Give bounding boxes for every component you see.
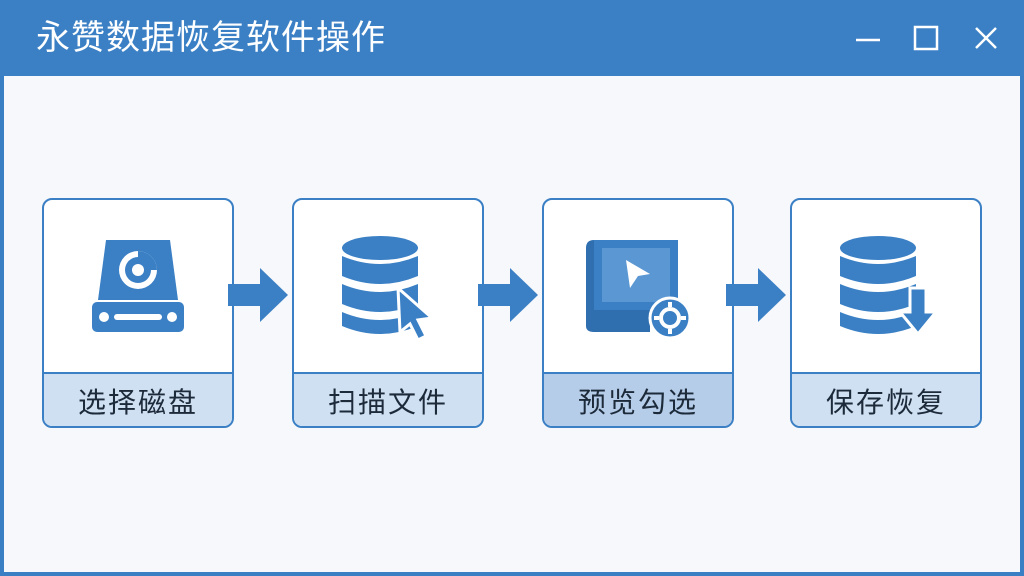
maximize-icon	[913, 25, 939, 51]
step-select-disk[interactable]: 选择磁盘	[42, 198, 234, 428]
step-label: 选择磁盘	[77, 386, 198, 419]
arrow-icon	[226, 266, 290, 324]
workflow-area: 选择磁盘 扫描文件	[4, 76, 1020, 572]
step-label: 扫描文件	[327, 386, 448, 419]
hard-disk-icon	[92, 240, 184, 332]
step-save-recover[interactable]: 保存恢复	[790, 198, 982, 428]
step-label-bar: 扫描文件	[294, 372, 482, 426]
close-button[interactable]	[968, 20, 1004, 56]
minimize-button[interactable]	[850, 20, 886, 56]
step-label: 保存恢复	[825, 386, 946, 419]
step-label-bar: 选择磁盘	[44, 372, 232, 426]
step-label: 预览勾选	[577, 386, 698, 419]
close-icon	[975, 27, 997, 49]
step-label-bar: 保存恢复	[792, 372, 980, 426]
step-scan-files[interactable]: 扫描文件	[292, 198, 484, 428]
maximize-button[interactable]	[908, 20, 944, 56]
window-title: 永赞数据恢复软件操作	[36, 18, 386, 58]
minimize-icon	[856, 38, 880, 42]
title-bar: 永赞数据恢复软件操作	[0, 0, 1024, 76]
database-scan-icon	[342, 236, 436, 343]
step-label-bar: 预览勾选	[544, 372, 732, 426]
arrow-icon	[724, 266, 788, 324]
arrow-icon	[476, 266, 540, 324]
database-download-icon	[840, 236, 940, 337]
step-preview-select[interactable]: 预览勾选	[542, 198, 734, 428]
preview-document-icon	[586, 240, 692, 340]
